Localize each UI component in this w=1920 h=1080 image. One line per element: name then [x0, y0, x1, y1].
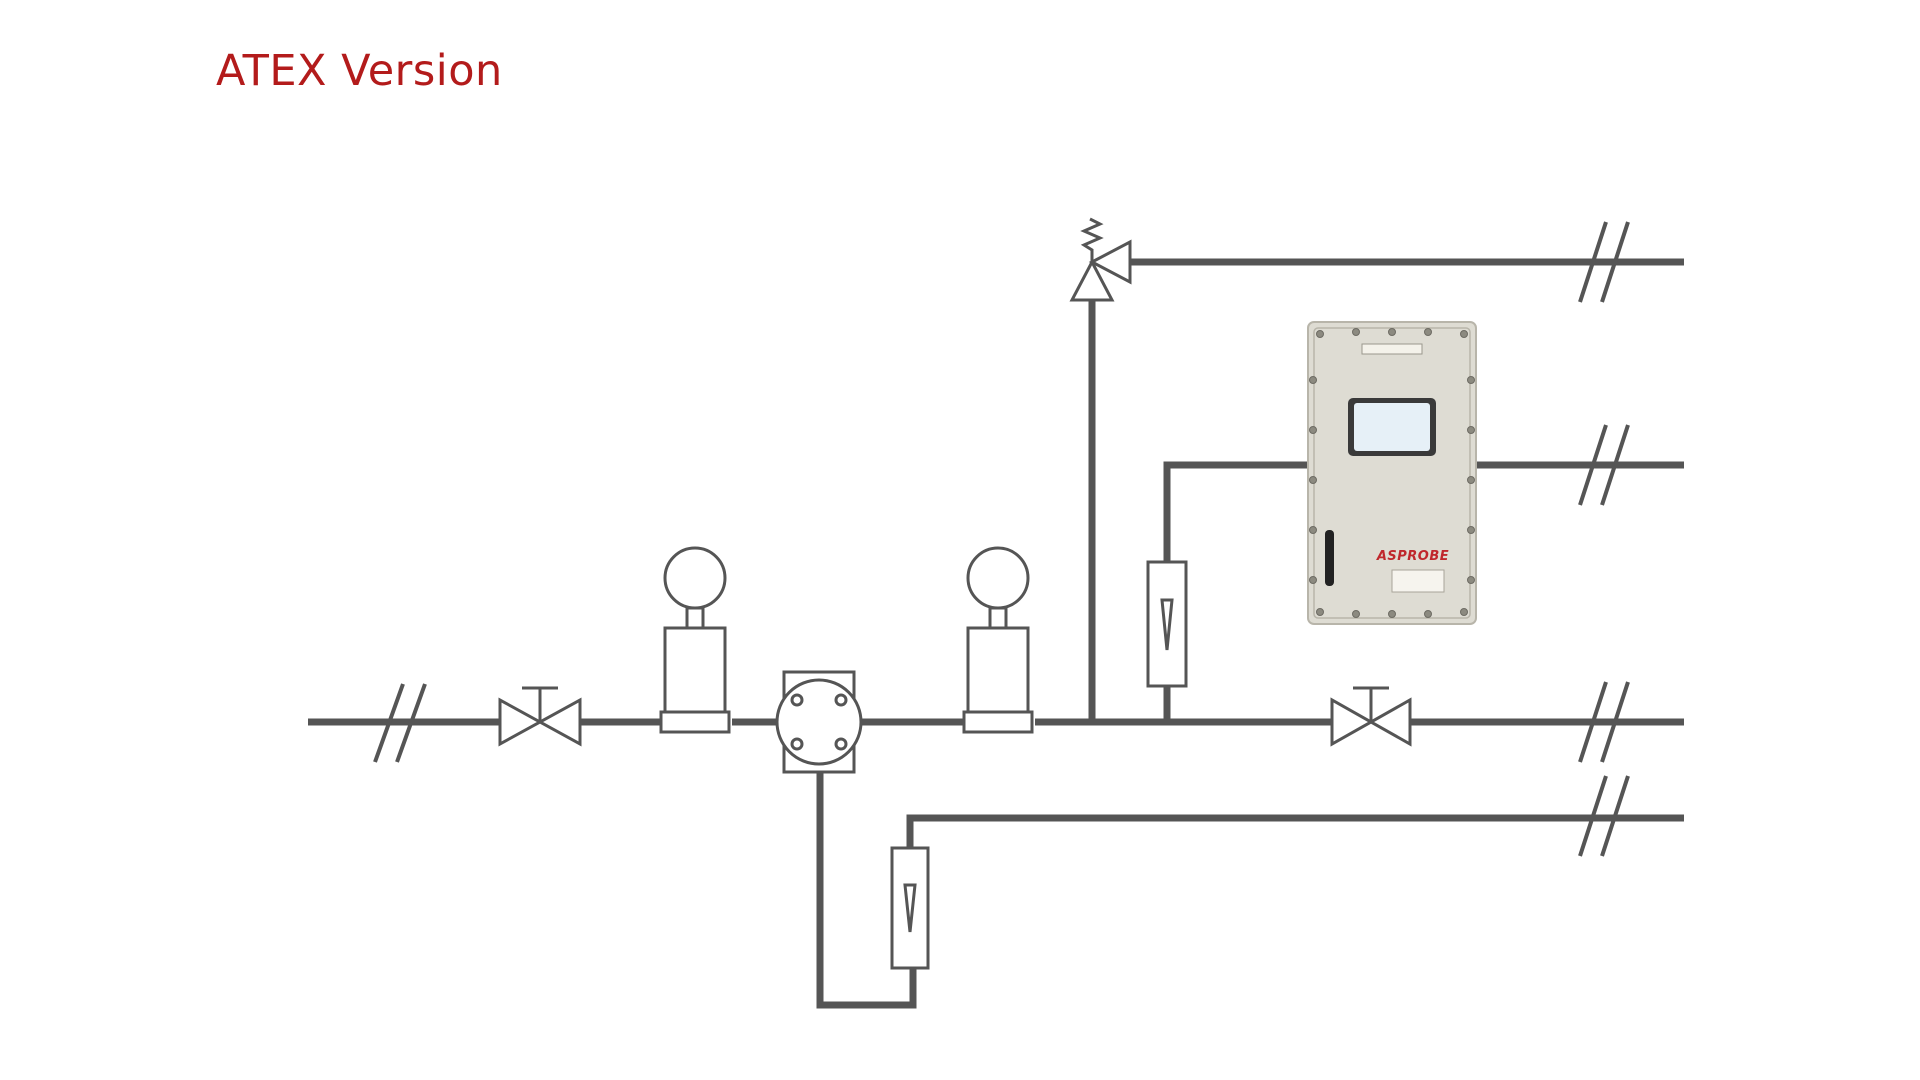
break-mark-outlet-line	[1578, 681, 1630, 763]
bypass-line-down	[816, 772, 917, 1009]
gate-valve-outlet-icon	[1330, 686, 1412, 747]
relief-valve-icon	[1069, 217, 1132, 302]
filter-housing-icon	[775, 670, 863, 774]
flowmeter-icon	[1146, 560, 1188, 688]
gate-valve-inlet-icon	[498, 686, 582, 747]
analyzer-logo: ASPROBE	[1376, 549, 1449, 564]
analyzer-branch-up	[1163, 461, 1308, 562]
enclosure-nameplate	[1361, 343, 1423, 355]
break-mark-bypass-line	[1578, 775, 1630, 857]
enclosure-bolts	[1309, 328, 1475, 618]
enclosure-body	[1307, 321, 1477, 625]
pressure-gauge-icon	[962, 546, 1034, 734]
break-mark-analyzer-line	[1578, 424, 1630, 506]
enclosure-label	[1391, 569, 1445, 593]
flowmeter-icon	[890, 846, 930, 970]
analyzer-screen	[1354, 403, 1430, 451]
pressure-gauge-icon	[659, 546, 731, 734]
page-title: ATEX Version	[216, 46, 503, 96]
break-mark-inlet	[373, 683, 427, 763]
enclosure-handle	[1325, 530, 1334, 586]
gas-analyzer-enclosure: ASPROBE	[1307, 321, 1477, 625]
bypass-line-up	[906, 814, 1684, 848]
break-mark-relief-line	[1578, 221, 1630, 303]
pipe-network	[308, 258, 1684, 1009]
